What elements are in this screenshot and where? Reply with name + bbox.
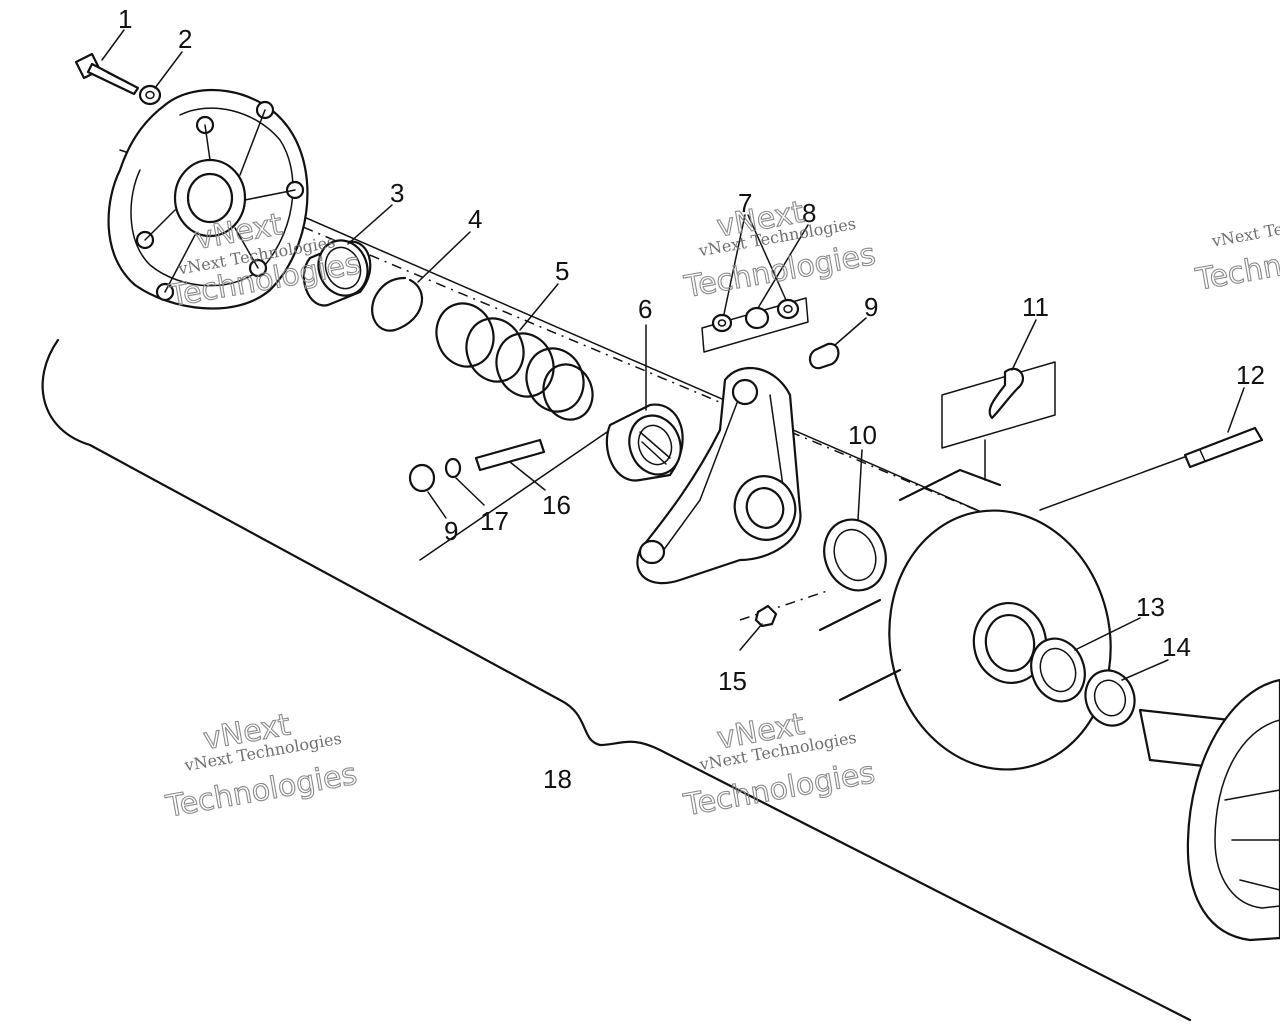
bushing-part-3 xyxy=(302,239,372,307)
label-part-2: 2 xyxy=(178,24,192,54)
label-part-4: 4 xyxy=(468,204,482,234)
label-part-15: 15 xyxy=(718,666,747,696)
label-part-6: 6 xyxy=(638,294,652,324)
label-part-12: 12 xyxy=(1236,360,1265,390)
bushing-part-9 xyxy=(808,342,840,370)
cover-plate xyxy=(107,88,309,310)
label-part-10: 10 xyxy=(848,420,877,450)
bracket-18 xyxy=(41,338,1192,1022)
part-labels: 1 2 3 4 5 6 7 8 9 11 12 10 13 14 15 16 1… xyxy=(118,4,1265,794)
nut-part-15 xyxy=(754,604,778,628)
label-part-5: 5 xyxy=(555,256,569,286)
washer-part-14 xyxy=(1084,669,1136,727)
svg-text:Techn: Techn xyxy=(1193,248,1280,298)
svg-text:vNext Te: vNext Te xyxy=(1209,219,1280,250)
washer-part-17 xyxy=(444,457,462,479)
watermark-4: vNext vNext Technologies Technologies xyxy=(680,706,878,824)
watermark-3: vNext vNext Technologies Technologies xyxy=(162,707,360,825)
watermark-2: vNext vNext Technologies Technologies xyxy=(681,194,879,305)
label-part-7: 7 xyxy=(738,188,752,218)
label-part-18: 18 xyxy=(543,764,572,794)
clip-part-11 xyxy=(941,361,1056,481)
washer-part-10 xyxy=(823,518,887,592)
label-part-3: 3 xyxy=(390,178,404,208)
bushing-part-9-left xyxy=(408,463,436,493)
leader-lines xyxy=(101,29,1245,681)
washer-part-2 xyxy=(138,84,162,106)
pin-part-12 xyxy=(1183,426,1264,469)
bolt-part-1 xyxy=(74,52,140,96)
spring-part-5 xyxy=(435,302,594,421)
label-part-1: 1 xyxy=(118,4,132,34)
label-part-17: 17 xyxy=(480,506,509,536)
spider-part-6 xyxy=(605,403,684,482)
label-part-16: 16 xyxy=(542,490,571,520)
arm-assembly xyxy=(636,366,802,585)
label-part-11: 11 xyxy=(1022,292,1049,322)
moveable-sheave xyxy=(818,468,1112,771)
bushing-part-13 xyxy=(1030,637,1086,703)
pin-part-16 xyxy=(474,438,546,472)
label-part-9-left: 9 xyxy=(444,516,458,546)
label-part-13: 13 xyxy=(1136,592,1165,622)
watermark-5: vNext Te Techn xyxy=(1192,219,1280,298)
washers-part-7-8 xyxy=(701,297,809,353)
label-part-8: 8 xyxy=(802,198,816,228)
snap-ring-part-4 xyxy=(371,276,424,332)
shaft-and-fixed-sheave xyxy=(1138,678,1280,942)
label-part-14: 14 xyxy=(1162,632,1191,662)
label-part-9-right: 9 xyxy=(864,292,878,322)
axis-lines xyxy=(119,149,1191,621)
